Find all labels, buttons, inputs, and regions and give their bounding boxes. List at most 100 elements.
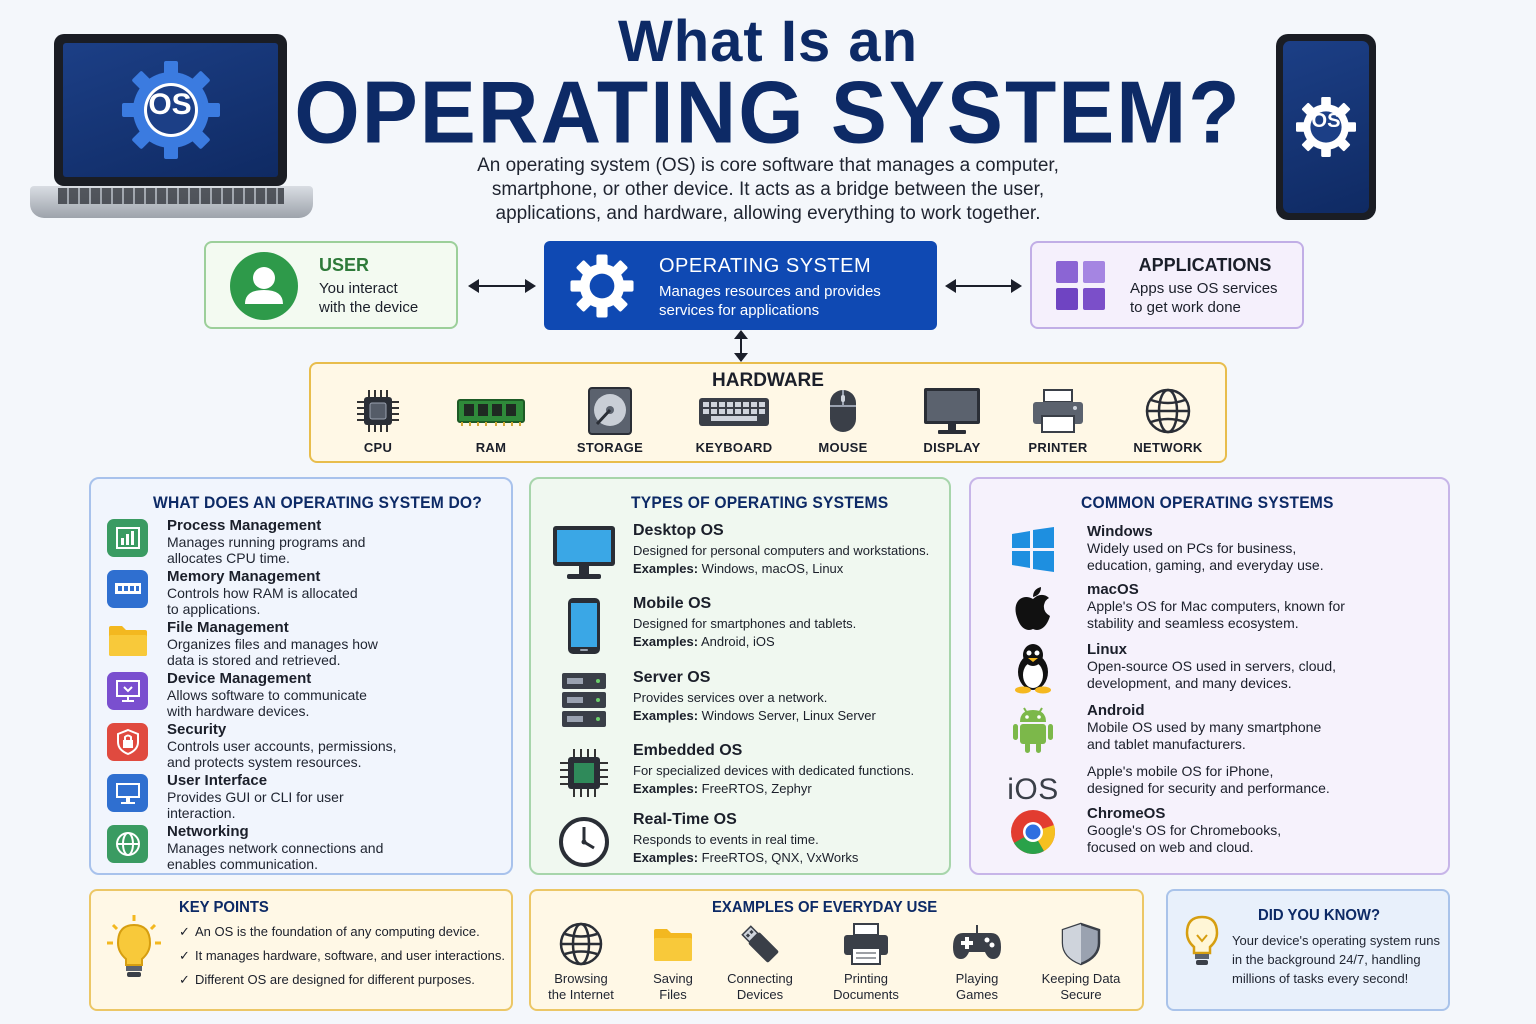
hard-drive-icon [588,387,632,435]
monitor-icon [107,774,148,812]
printer-icon [1033,389,1083,433]
title-line-2: OPERATING SYSTEM? [294,62,1242,162]
lock-icon [107,723,148,761]
applications-box: APPLICATIONS Apps use OS services to get… [1030,241,1304,329]
gear-icon [570,254,634,318]
laptop-os-badge: OS [148,88,192,121]
globe-icon [559,922,603,966]
hardware-title: HARDWARE [712,370,824,391]
phone-os-badge: OS [1311,110,1341,132]
apps-grid-icon [1056,261,1105,310]
operating-system-box: OPERATING SYSTEM Manages resources and p… [544,241,937,330]
user-icon [230,252,298,320]
os-gear-icon [121,61,220,159]
gamepad-icon [953,925,1001,959]
display-icon [924,388,980,434]
keyboard-icon [699,398,769,426]
desktop-icon [549,521,619,585]
hardware-keyboard: KEYBOARD [679,386,789,458]
server-icon [549,668,619,732]
phone-illustration [1276,34,1376,220]
key-point-1: ✓An OS is the foundation of any computin… [179,924,480,939]
os-ios: iOS Apple's mobile OS for iPhone,designe… [1001,763,1441,821]
hardware-ram: RAM [436,386,546,458]
what-does-panel: WHAT DOES AN OPERATING SYSTEM DO? Proces… [89,477,513,875]
types-title: TYPES OF OPERATING SYSTEMS [631,493,889,512]
hardware-network: NETWORK [1113,386,1223,458]
what-does-title: WHAT DOES AN OPERATING SYSTEM DO? [153,493,483,512]
usb-drive-icon [741,925,779,963]
laptop-keyboard [58,188,284,204]
did-you-know-box: DID YOU KNOW? Your device's operating sy… [1166,889,1450,1011]
chart-icon [107,519,148,557]
did-you-know-text: Your device's operating system runs in t… [1232,933,1440,986]
ram-icon [457,399,525,426]
printer-icon [844,923,888,965]
device-icon [107,672,148,710]
hardware-cpu: CPU [323,386,433,458]
did-you-know-title: DID YOU KNOW? [1258,907,1381,924]
hardware-box: HARDWARE CPU RAM STORA [309,362,1227,463]
os-desc: Manages resources and provides services … [659,283,881,319]
folder-icon [107,621,148,659]
user-desc: You interact with the device [319,280,419,316]
windows-logo-icon [1001,525,1065,575]
user-os-arrow [468,279,536,293]
lightbulb-icon [1185,915,1219,965]
memory-icon [107,570,148,608]
smartphone-icon [549,594,619,658]
globe-icon [107,825,148,863]
apps-title: APPLICATIONS [1138,255,1272,275]
os-title: OPERATING SYSTEM [659,255,872,277]
key-point-3: ✓Different OS are designed for different… [179,972,475,987]
chrome-logo-icon [1001,807,1065,857]
hardware-storage: STORAGE [555,386,665,458]
network-globe-icon [1145,388,1191,434]
hardware-printer: PRINTER [1003,386,1113,458]
ios-logo-icon: iOS [1007,773,1059,806]
key-points-title: KEY POINTS [179,899,269,916]
title-line-1: What Is an [617,9,919,74]
key-point-2: ✓It manages hardware, software, and user… [179,948,505,963]
os-apps-arrow [945,279,1022,293]
user-title: USER [319,255,370,275]
apple-logo-icon [1001,583,1065,633]
mouse-icon [830,390,856,432]
os-gear-icon [1296,97,1356,157]
folder-icon [654,929,692,961]
cpu-icon [357,390,399,432]
shield-icon [1061,922,1101,966]
key-points-box: KEY POINTS ✓An OS is the foundation of a… [89,889,513,1011]
user-box: USER You interact with the device [204,241,458,329]
common-title: COMMON OPERATING SYSTEMS [1081,493,1334,512]
laptop-illustration [54,34,287,186]
clock-icon [549,810,619,874]
everyday-title: EXAMPLES OF EVERYDAY USE [712,899,938,916]
android-robot-icon [1001,704,1065,754]
